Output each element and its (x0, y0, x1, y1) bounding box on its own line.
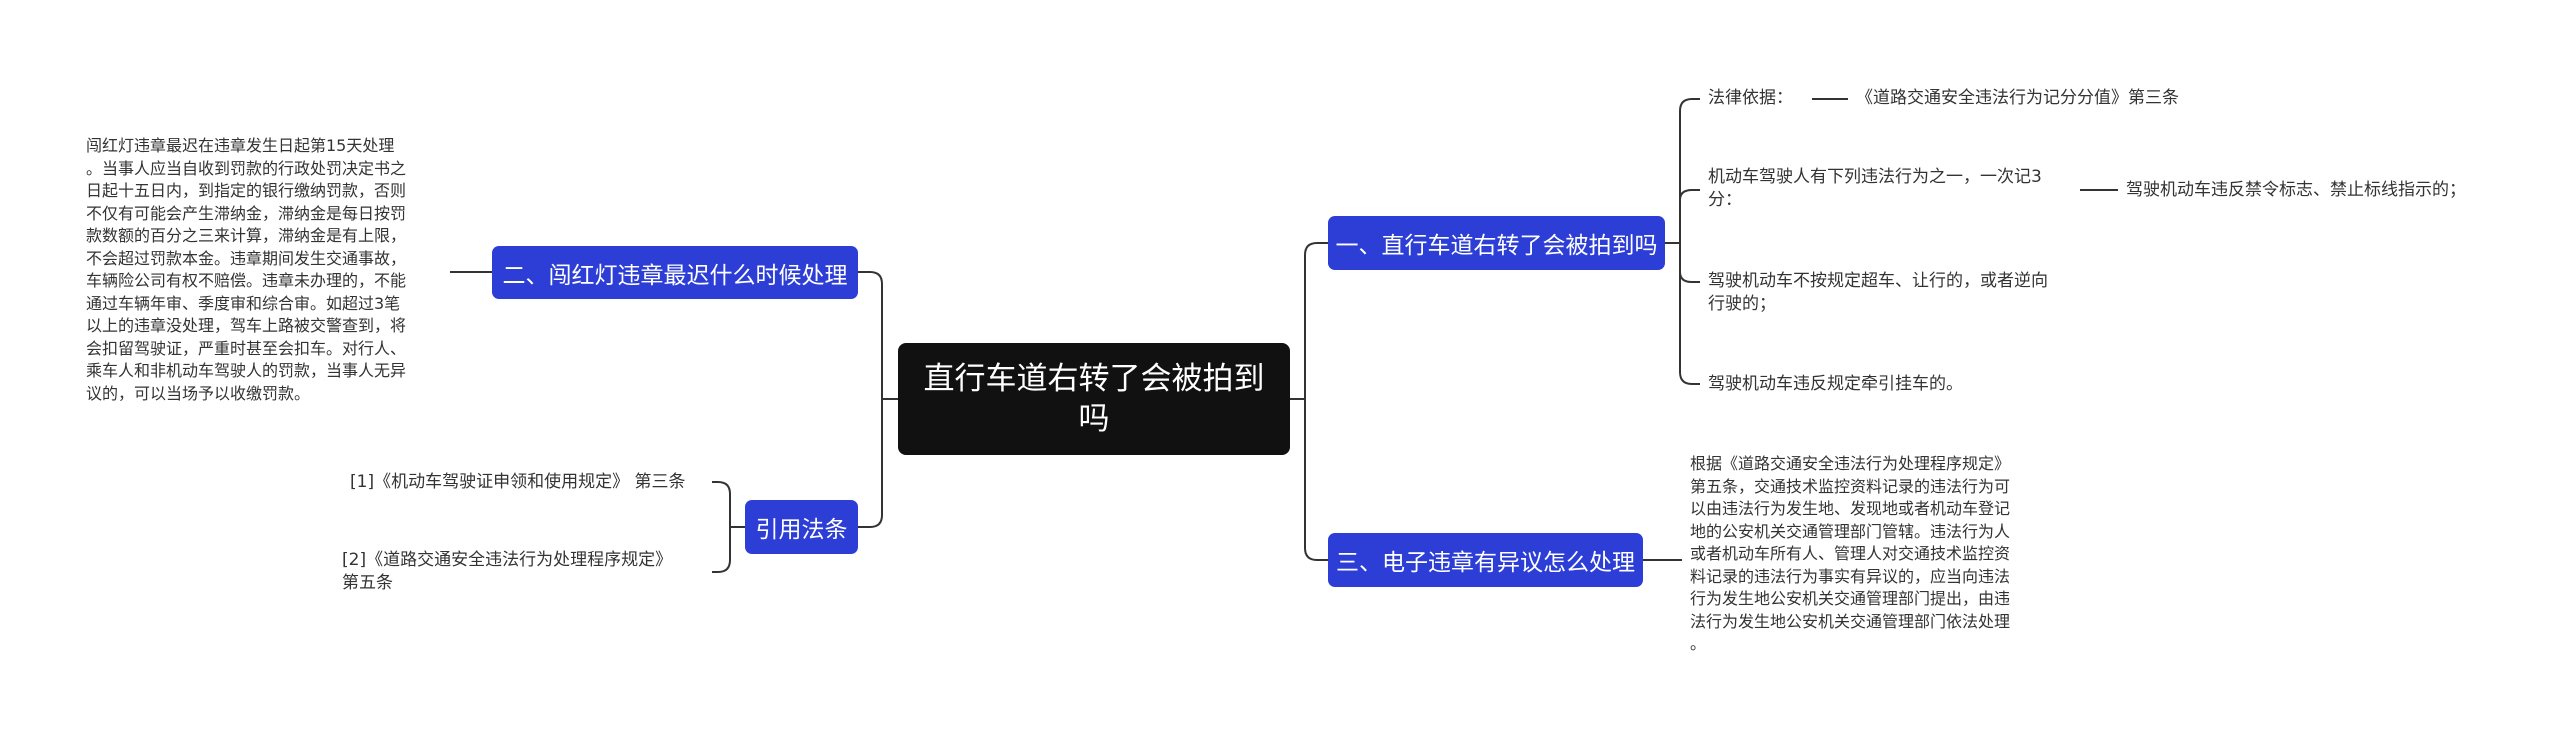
paragraph-line: 闯红灯违章最迟在违章发生日起第15天处理 (86, 136, 395, 155)
dispute-explanation[interactable]: 根据《道路交通安全违法行为处理程序规定》 第五条，交通技术监控资料记录的违法行为… (1690, 453, 2010, 656)
branch-electronic-violation-dispute[interactable]: 三、电子违章有异议怎么处理 (1328, 533, 1643, 587)
points-rule-line: 分： (1708, 190, 1742, 210)
paragraph-line: 第五条，交通技术监控资料记录的违法行为可 (1690, 476, 2011, 496)
overtake-rule-node[interactable]: 驾驶机动车不按规定超车、让行的，或者逆向 行驶的； (1708, 270, 2048, 316)
points-rule-detail[interactable]: 驾驶机动车违反禁令标志、禁止标线指示的； (2126, 179, 2466, 202)
branch-right-turn-captured[interactable]: 一、直行车道右转了会被拍到吗 (1328, 216, 1665, 270)
paragraph-line: 行为发生地公安机关交通管理部门提出，由违 (1690, 589, 2011, 608)
paragraph-line: 法行为发生地公安机关交通管理部门依法处理 (1690, 611, 2011, 631)
link-to-b3 (1304, 399, 1328, 561)
paragraph-line: 。当事人应当自收到罚款的行政处罚决定书之 (86, 158, 407, 178)
paragraph-line: 通过车辆年审、季度审和综合审。如超过3笔 (86, 293, 401, 313)
paragraph-line: 日起十五日内，到指定的银行缴纳罚款，否则 (86, 181, 407, 200)
tow-rule-node[interactable]: 驾驶机动车违反规定牵引挂车的。 (1708, 373, 1963, 396)
link-b4-c1 (712, 481, 731, 527)
paragraph-line: 不仅有可能会产生滞纳金，滞纳金是每日按罚 (86, 203, 407, 223)
paragraph-line: 地的公安机关交通管理部门管辖。违法行为人 (1690, 521, 2011, 541)
paragraph-line: 以上的违章没处理，驾车上路被交警查到，将 (86, 316, 407, 335)
cited-law-2-line: [2]《道路交通安全违法行为处理程序规定》 (342, 550, 673, 570)
paragraph-line: 以由违法行为发生地、发现地或者机动车登记 (1690, 499, 2011, 518)
root-topic-label: 直行车道右转了会被拍到吗 (923, 361, 1265, 437)
cited-law-2[interactable]: [2]《道路交通安全违法行为处理程序规定》 第五条 (342, 549, 672, 595)
branch-label: 一、直行车道右转了会被拍到吗 (1335, 233, 1658, 259)
branch-label: 三、电子违章有异议怎么处理 (1336, 550, 1635, 576)
points-rule-line: 机动车驾驶人有下列违法行为之一，一次记3 (1708, 167, 2042, 187)
legal-basis-reference[interactable]: 《道路交通安全违法行为记分分值》第三条 (1856, 87, 2179, 110)
link-b4-c2 (712, 527, 731, 573)
red-light-explanation[interactable]: 闯红灯违章最迟在违章发生日起第15天处理 。当事人应当自收到罚款的行政处罚决定书… (86, 135, 406, 405)
legal-basis-text: 法律依据： (1708, 88, 1793, 108)
root-topic[interactable]: 直行车道右转了会被拍到吗 (898, 343, 1290, 455)
link-b1-c2 (1679, 189, 1700, 243)
link-to-b1 (1304, 242, 1328, 399)
points-rule-node[interactable]: 机动车驾驶人有下列违法行为之一，一次记3 分： (1708, 166, 2042, 212)
branch-label: 二、闯红灯违章最迟什么时候处理 (502, 262, 848, 289)
link-to-b4 (858, 399, 883, 528)
paragraph-line: 根据《道路交通安全违法行为处理程序规定》 (1690, 454, 2011, 473)
link-b1-c4 (1679, 243, 1700, 385)
paragraph-line: 料记录的违法行为事实有异议的，应当向违法 (1690, 566, 2011, 586)
paragraph-line: 会扣留驾驶证，严重时甚至会扣车。对行人、 (86, 338, 407, 358)
paragraph-line: 或者机动车所有人、管理人对交通技术监控资 (1690, 544, 2011, 563)
branch-label: 引用法条 (755, 517, 848, 543)
branch-cited-laws[interactable]: 引用法条 (745, 500, 858, 554)
cited-law-1[interactable]: [1]《机动车驾驶证申领和使用规定》 第三条 (350, 471, 685, 494)
link-b1-c1 (1679, 98, 1700, 243)
overtake-rule-line: 行驶的； (1708, 294, 1776, 314)
branch-red-light-deadline[interactable]: 二、闯红灯违章最迟什么时候处理 (492, 246, 858, 299)
tow-rule-text: 驾驶机动车违反规定牵引挂车的。 (1708, 374, 1963, 394)
cited-law-2-line: 第五条 (342, 573, 393, 593)
overtake-rule-line: 驾驶机动车不按规定超车、让行的，或者逆向 (1708, 271, 2048, 291)
link-to-b2 (858, 271, 883, 399)
paragraph-line: 车辆险公司有权不赔偿。违章未办理的，不能 (86, 271, 407, 290)
paragraph-line: 。 (1690, 634, 1707, 653)
points-rule-detail-text: 驾驶机动车违反禁令标志、禁止标线指示的； (2126, 180, 2466, 200)
paragraph-line: 议的，可以当场予以收缴罚款。 (86, 383, 311, 403)
paragraph-line: 款数额的百分之三来计算，滞纳金是有上限， (86, 226, 407, 245)
paragraph-line: 不会超过罚款本金。违章期间发生交通事故， (86, 248, 407, 268)
legal-basis-label[interactable]: 法律依据： (1708, 87, 1793, 110)
link-b1-c3 (1679, 243, 1700, 283)
paragraph-line: 乘车人和非机动车驾驶人的罚款，当事人无异 (86, 361, 407, 380)
legal-basis-reference-text: 《道路交通安全违法行为记分分值》第三条 (1856, 88, 2179, 108)
cited-law-1-text: [1]《机动车驾驶证申领和使用规定》 第三条 (350, 472, 686, 492)
